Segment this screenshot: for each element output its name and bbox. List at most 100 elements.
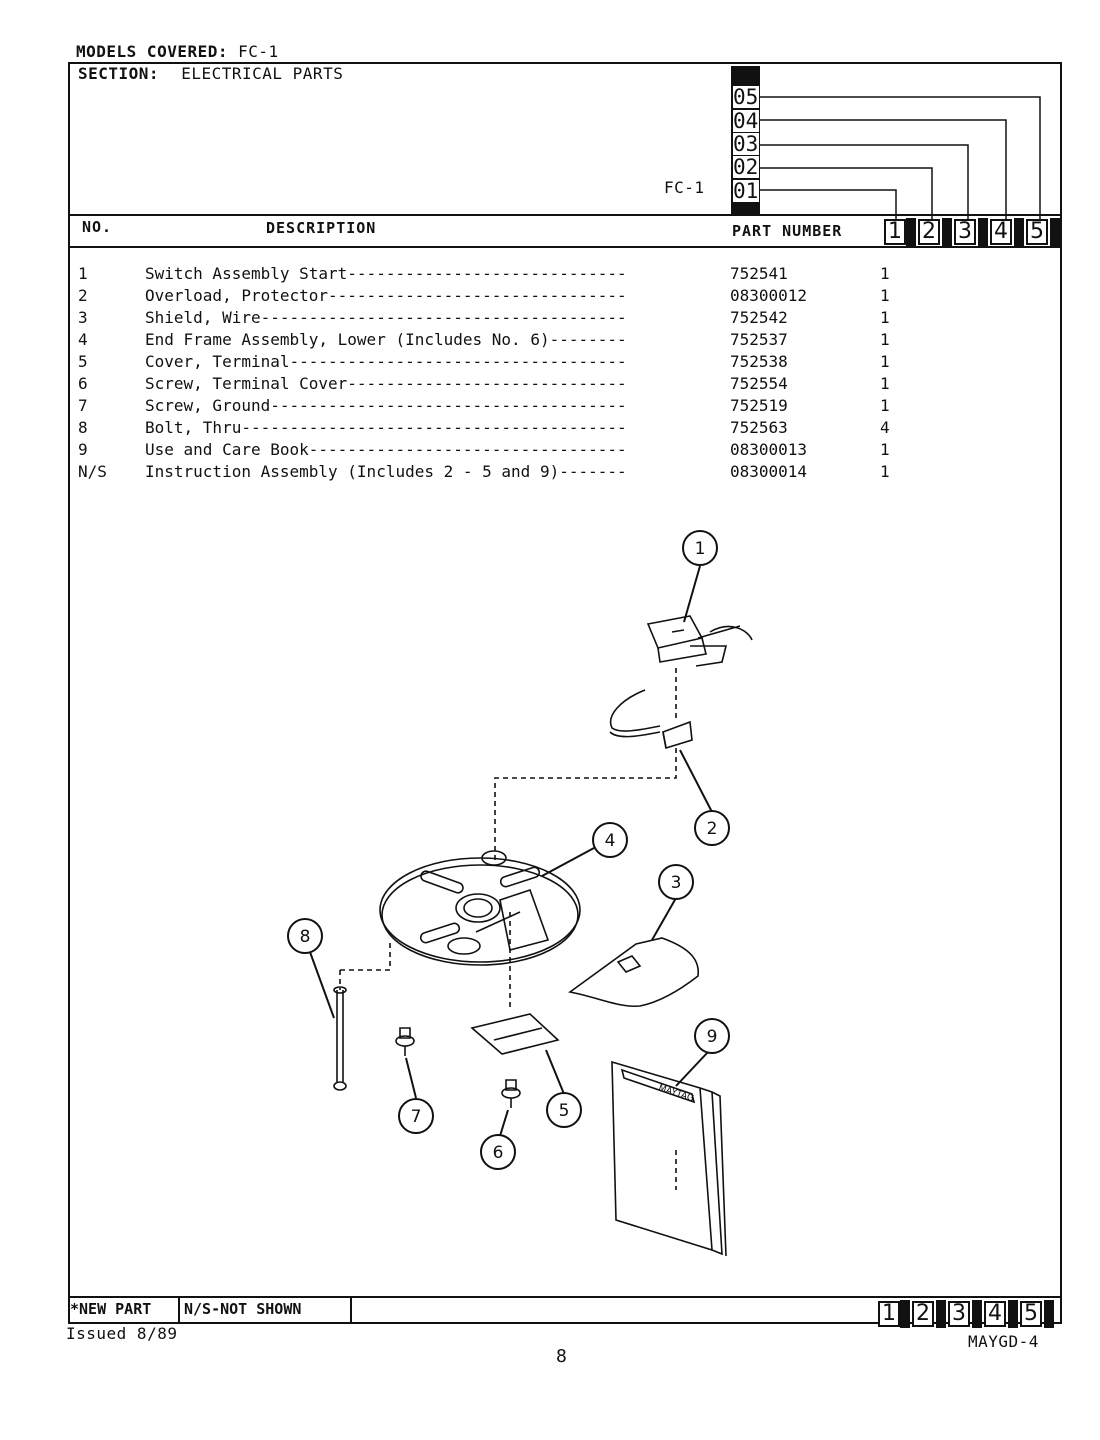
part-part-number: 752541 xyxy=(730,263,788,283)
part-description: Use and Care Book-----------------------… xyxy=(145,439,627,459)
section-label: SECTION: xyxy=(78,64,160,83)
part-part-number: 752554 xyxy=(730,373,788,393)
parts-table: 1 Switch Assembly Start------------------… xyxy=(78,262,910,482)
part-no: 8 xyxy=(78,417,88,437)
callout-4 xyxy=(592,822,628,858)
column-part-number: PART NUMBER xyxy=(732,222,843,240)
models-covered: MODELS COVERED: FC-1 xyxy=(76,42,279,61)
table-row: 8 Bolt, Thru-----------------------------… xyxy=(78,416,910,438)
callout-9 xyxy=(694,1018,730,1054)
thru-bolt xyxy=(333,986,347,1091)
wire-shield xyxy=(568,937,699,1008)
model-code-03: 03 xyxy=(733,133,759,155)
footer-qty-1: 1 xyxy=(878,1301,900,1327)
callout-label-3: 3 xyxy=(671,873,682,893)
part-no: 7 xyxy=(78,395,88,415)
qty-column-3: 3 xyxy=(954,219,976,245)
part-no: 4 xyxy=(78,329,88,349)
footer-qty-4: 4 xyxy=(984,1301,1006,1327)
models-covered-value: FC-1 xyxy=(238,42,279,61)
qty-separator xyxy=(906,218,916,246)
footer-divider xyxy=(350,1296,352,1324)
table-row: 9 Use and Care Book----------------------… xyxy=(78,438,910,460)
part-no: N/S xyxy=(78,461,107,481)
qty-column-1: 1 xyxy=(884,219,906,245)
qty-column-5: 5 xyxy=(1026,219,1048,245)
callout-label-9: 9 xyxy=(707,1027,718,1047)
part-part-number: 752563 xyxy=(730,417,788,437)
qty-separator xyxy=(978,218,988,246)
page-number: 8 xyxy=(556,1346,568,1367)
callout-8 xyxy=(287,918,323,954)
issued-date: Issued 8/89 xyxy=(66,1324,178,1343)
models-covered-label: MODELS COVERED: xyxy=(76,42,228,61)
terminal-cover-screw xyxy=(501,1079,521,1108)
part-part-number: 752537 xyxy=(730,329,788,349)
footer-divider xyxy=(178,1296,180,1324)
part-description: Switch Assembly Start-------------------… xyxy=(145,263,627,283)
code-connector-lines xyxy=(760,96,1041,220)
callout-label-8: 8 xyxy=(300,927,311,947)
part-part-number: 752542 xyxy=(730,307,788,327)
callout-1 xyxy=(682,530,718,566)
footer-qty-separator xyxy=(972,1300,982,1328)
part-description: Instruction Assembly (Includes 2 - 5 and… xyxy=(145,461,627,481)
footer-divider xyxy=(68,1296,1062,1298)
callout-6 xyxy=(480,1134,516,1170)
qty-column-2: 2 xyxy=(918,219,940,245)
callout-label-1: 1 xyxy=(695,539,706,559)
model-code-01: 01 xyxy=(733,180,759,202)
column-no: NO. xyxy=(82,218,113,236)
part-qty: 1 xyxy=(880,285,890,305)
part-description: Bolt, Thru------------------------------… xyxy=(145,417,627,437)
table-row: N/S Instruction Assembly (Includes 2 - 5 … xyxy=(78,460,910,482)
model-code-05: 05 xyxy=(733,86,759,108)
part-part-number: 08300012 xyxy=(730,285,808,305)
document-code: MAYGD-4 xyxy=(968,1332,1039,1351)
part-part-number: 752519 xyxy=(730,395,788,415)
part-description: Shield, Wire----------------------------… xyxy=(145,307,627,327)
part-no: 9 xyxy=(78,439,88,459)
part-qty: 1 xyxy=(880,329,890,349)
section-title: SECTION: ELECTRICAL PARTS xyxy=(78,64,343,83)
part-qty: 1 xyxy=(880,351,890,371)
end-frame-assembly xyxy=(379,850,581,966)
callout-label-7: 7 xyxy=(411,1107,422,1127)
section-value: ELECTRICAL PARTS xyxy=(181,64,344,83)
new-part-legend: *NEW PART xyxy=(70,1300,152,1318)
switch-assembly xyxy=(646,615,753,667)
part-qty: 1 xyxy=(880,263,890,283)
callout-5 xyxy=(546,1092,582,1128)
callout-7 xyxy=(398,1098,434,1134)
book-brand: MAYTAG xyxy=(657,1083,695,1104)
part-no: 6 xyxy=(78,373,88,393)
callout-label-2: 2 xyxy=(707,819,718,839)
overload-protector xyxy=(609,689,693,750)
part-qty: 1 xyxy=(880,439,890,459)
use-and-care-book xyxy=(611,1060,727,1257)
part-part-number: 08300013 xyxy=(730,439,808,459)
part-no: 1 xyxy=(78,263,88,283)
model-code-02: 02 xyxy=(733,156,759,178)
model-code-04: 04 xyxy=(733,110,759,132)
part-no: 2 xyxy=(78,285,88,305)
part-qty: 1 xyxy=(880,373,890,393)
qty-separator xyxy=(942,218,952,246)
part-qty: 4 xyxy=(880,417,890,437)
table-row: 4 End Frame Assembly, Lower (Includes No.… xyxy=(78,328,910,350)
callout-2 xyxy=(694,810,730,846)
footer-qty-separator xyxy=(1008,1300,1018,1328)
ground-screw xyxy=(395,1027,415,1056)
part-description: Cover, Terminal-------------------------… xyxy=(145,351,627,371)
part-qty: 1 xyxy=(880,307,890,327)
model-tag: FC-1 xyxy=(664,178,705,197)
exploded-parts-diagram: 1 2 3 4 5 6 7 8 9 MAYTAG xyxy=(287,530,753,1257)
part-qty: 1 xyxy=(880,461,890,481)
footer-qty-5: 5 xyxy=(1020,1301,1042,1327)
page-frame xyxy=(68,62,1062,1324)
part-description: End Frame Assembly, Lower (Includes No. … xyxy=(145,329,627,349)
